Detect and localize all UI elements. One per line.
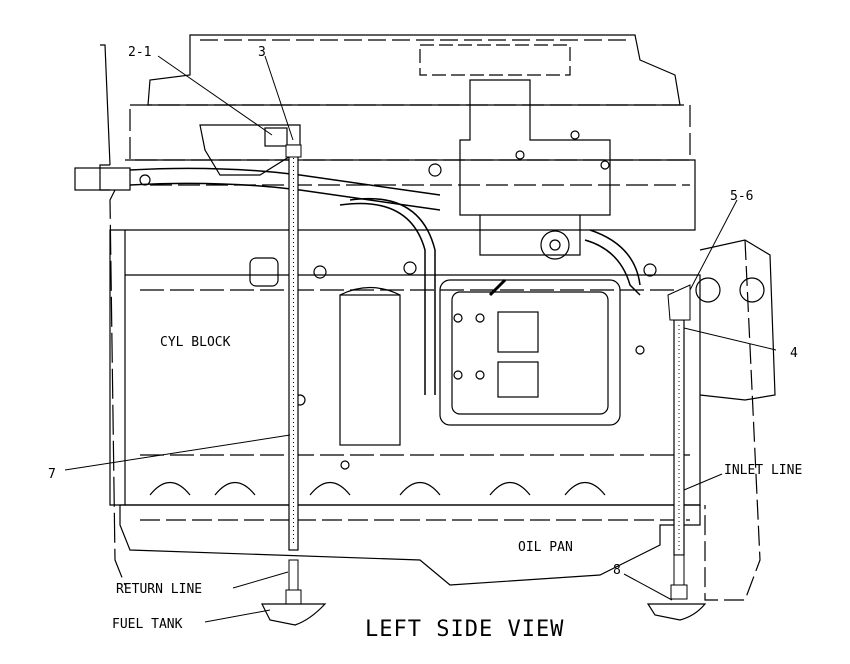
callout-7: 7 <box>48 467 56 482</box>
fuel-filter <box>339 294 401 446</box>
label-return-line: RETURN LINE <box>116 582 202 597</box>
front-pulley <box>74 167 131 191</box>
fuel-pump-body <box>459 79 611 216</box>
fuel-tank-return-outline <box>261 603 327 626</box>
engine-outline <box>74 34 776 601</box>
oil-pan-outline <box>119 504 701 586</box>
callout-4: 4 <box>790 346 798 361</box>
callout-8: 8 <box>613 563 621 578</box>
callout-2-1: 2-1 <box>128 45 151 60</box>
view-caption: LEFT SIDE VIEW <box>365 617 564 642</box>
label-fuel-tank: FUEL TANK <box>112 617 183 632</box>
callout-5-6: 5-6 <box>730 189 753 204</box>
callout-3: 3 <box>258 45 266 60</box>
fuel-tank-inlet-outline <box>646 603 707 621</box>
leader-lines <box>64 55 777 623</box>
ecm-module <box>439 279 621 426</box>
valve-cover <box>147 34 681 106</box>
return-line-tube <box>285 144 302 605</box>
label-inlet-line: INLET LINE <box>724 463 802 478</box>
label-cyl-block: CYL BLOCK <box>160 335 231 350</box>
flywheel-housing <box>699 239 776 401</box>
inlet-line-tube <box>667 284 691 600</box>
cover-plate <box>419 44 571 76</box>
label-oil-pan: OIL PAN <box>518 540 573 555</box>
